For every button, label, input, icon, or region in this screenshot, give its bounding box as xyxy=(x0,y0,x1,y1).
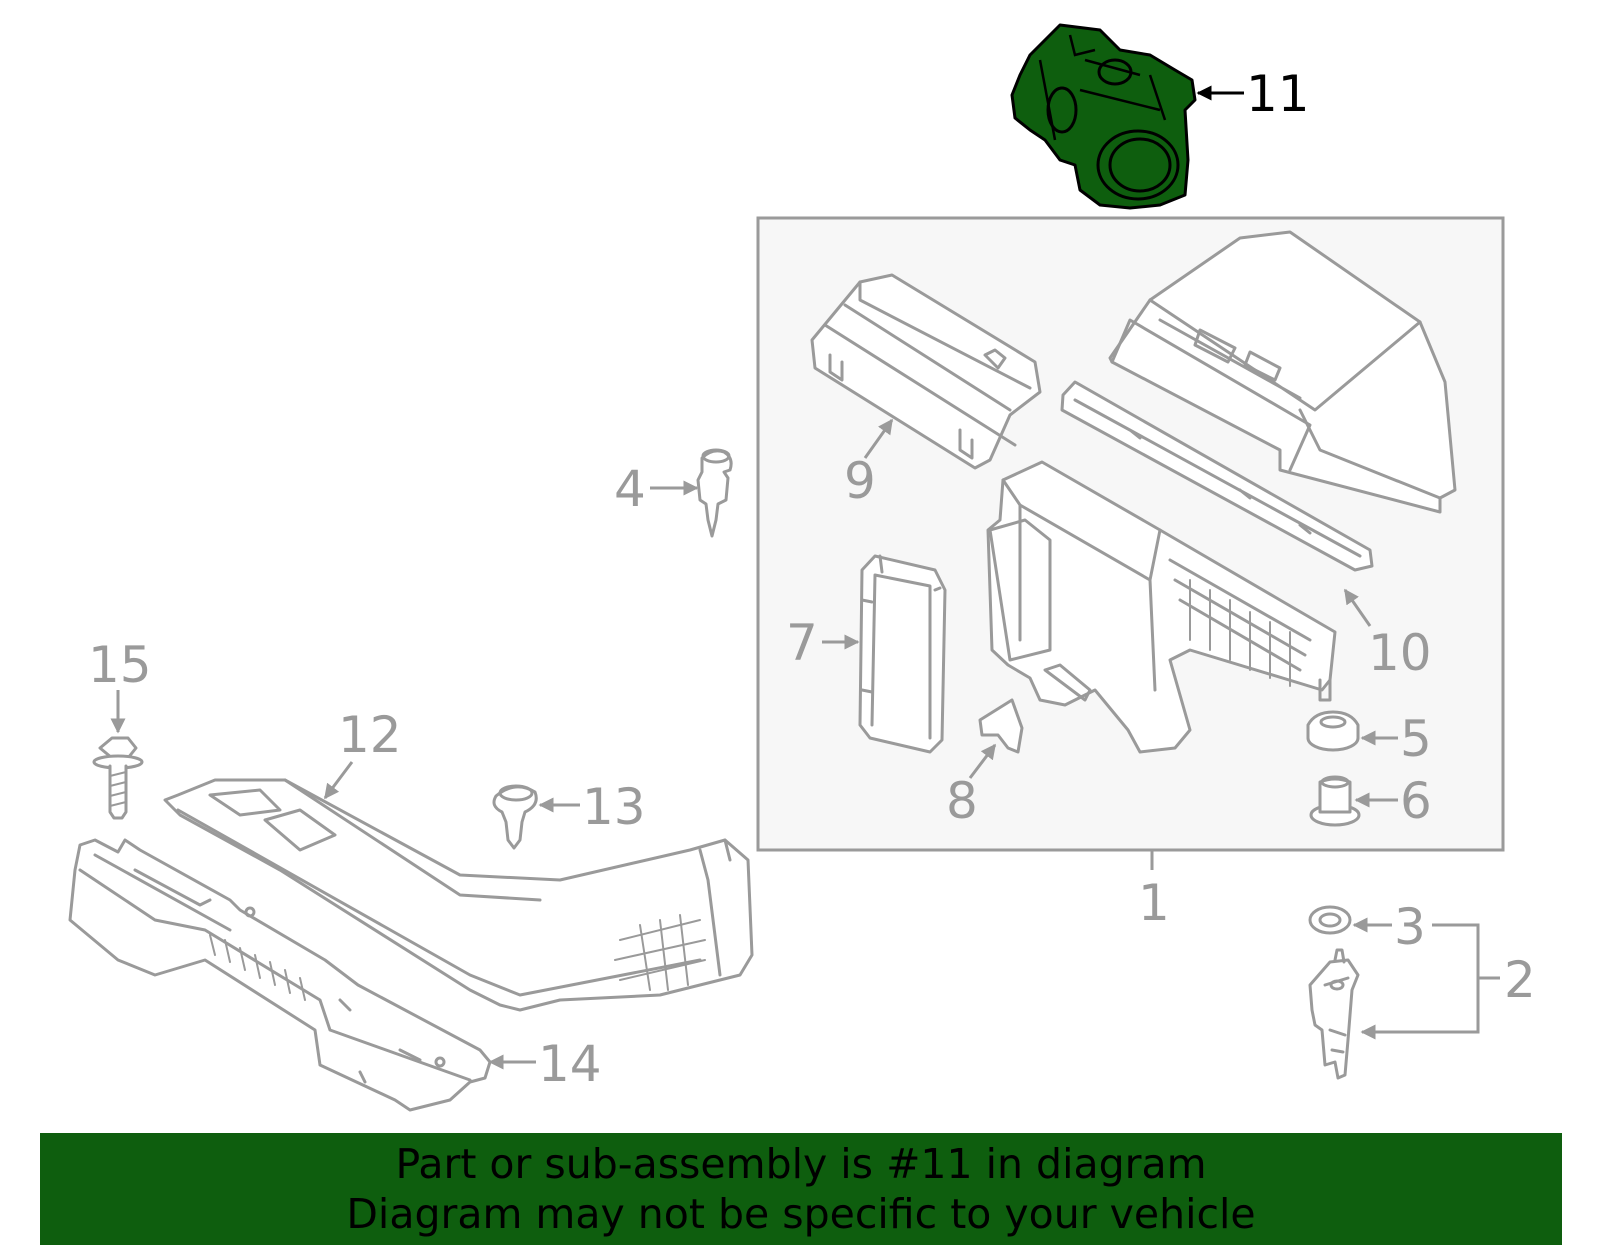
callout-11-label: 11 xyxy=(1246,65,1310,123)
part-12-intake-duct[interactable] xyxy=(163,778,754,1012)
part-3-washer[interactable] xyxy=(1308,905,1352,935)
callout-12-label: 12 xyxy=(338,706,402,764)
part-6-bushing[interactable] xyxy=(1309,775,1361,827)
callout-1-label: 1 xyxy=(1138,874,1170,932)
callout-14-label: 14 xyxy=(538,1035,602,1093)
callout-3-label: 3 xyxy=(1394,898,1426,956)
banner-line-2: Diagram may not be specific to your vehi… xyxy=(346,1190,1256,1238)
callout-5-label: 5 xyxy=(1400,710,1432,768)
callout-8-arrow xyxy=(968,743,997,779)
callout-4-label: 4 xyxy=(614,460,646,518)
part-10-filter[interactable] xyxy=(1060,380,1374,572)
callout-15-label: 15 xyxy=(88,636,152,694)
part-15-bolt[interactable] xyxy=(92,736,144,820)
part-8-bracket[interactable] xyxy=(978,698,1024,754)
callout-8-label: 8 xyxy=(946,772,978,830)
part-2-mount-bracket[interactable] xyxy=(1308,948,1360,1080)
part-1-lower-housing[interactable] xyxy=(986,460,1337,754)
callout-12-arrow xyxy=(323,761,354,800)
callout-7-label: 7 xyxy=(786,614,818,672)
callout-9-arrow xyxy=(863,418,894,459)
callout-10-arrow xyxy=(1343,588,1372,627)
part-14-deflector[interactable] xyxy=(68,838,492,1112)
callout-10-label: 10 xyxy=(1368,624,1432,682)
part-9-cover[interactable] xyxy=(810,273,1042,470)
part-13-push-clip[interactable] xyxy=(492,784,538,850)
part-10-upper-housing[interactable] xyxy=(1108,230,1457,514)
part-5-grommet[interactable] xyxy=(1306,710,1360,752)
callout-9-label: 9 xyxy=(844,452,876,510)
callout-13-label: 13 xyxy=(582,778,646,836)
part-4-clip[interactable] xyxy=(696,448,733,538)
banner-line-1: Part or sub-assembly is #11 in diagram xyxy=(395,1140,1207,1188)
part-7-duct-seal[interactable] xyxy=(858,554,947,754)
callout-6-label: 6 xyxy=(1400,772,1432,830)
info-banner-bg xyxy=(40,1133,1562,1245)
info-banner: Part or sub-assembly is #11 in diagram D… xyxy=(40,1133,1562,1245)
callout-2-label: 2 xyxy=(1504,951,1536,1009)
part-11-highlighted[interactable] xyxy=(1010,23,1197,210)
